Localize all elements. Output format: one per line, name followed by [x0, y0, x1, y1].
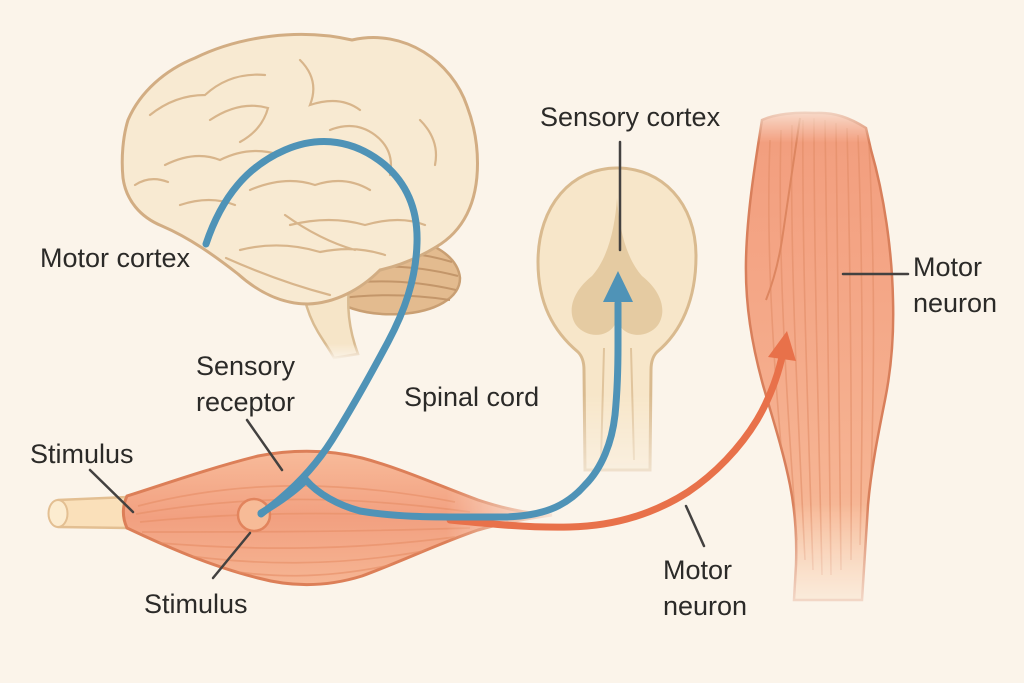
spindle-striations	[135, 485, 481, 577]
column-inner-lines	[600, 347, 635, 461]
motor-pathway-line	[446, 340, 788, 531]
brain-sulci	[133, 58, 438, 297]
leader-sensory-receptor	[245, 418, 284, 472]
label-spinal-cord: Spinal cord	[404, 382, 540, 412]
sensory-pathway-line	[257, 299, 622, 521]
leader-stimulus-bottom	[211, 531, 252, 580]
motor-pathway	[446, 331, 796, 531]
sensory-pathway-brain-loop	[202, 138, 421, 518]
label-motor-cortex: Motor cortex	[40, 243, 191, 273]
muscle-spindle	[47, 449, 553, 587]
muscle-head-boundary	[765, 117, 801, 301]
motor-arrowhead-icon	[768, 331, 796, 361]
leader-stimulus-top	[88, 468, 135, 514]
sensory-receptor-site	[236, 497, 272, 533]
label-stimulus-top: Stimulus	[30, 439, 134, 469]
label-motor-neuron-bottom: Motor neuron	[663, 555, 748, 621]
brain-illustration	[120, 32, 479, 360]
leader-motor-neuron-bottom	[684, 504, 706, 548]
label-sensory-receptor: Sensory receptor	[196, 351, 296, 417]
leader-lines	[88, 140, 910, 580]
effector-muscle-striations	[765, 117, 875, 576]
sensory-arrowhead-icon	[603, 271, 633, 302]
gray-matter	[571, 198, 663, 335]
effector-muscle	[744, 111, 895, 602]
tendon	[47, 495, 130, 530]
label-sensory-cortex: Sensory cortex	[540, 102, 721, 132]
label-stimulus-bottom: Stimulus	[144, 589, 248, 619]
label-motor-neuron-right: Motor neuron	[913, 252, 998, 318]
sensory-pathway	[202, 138, 633, 521]
spindle-body	[121, 449, 553, 587]
